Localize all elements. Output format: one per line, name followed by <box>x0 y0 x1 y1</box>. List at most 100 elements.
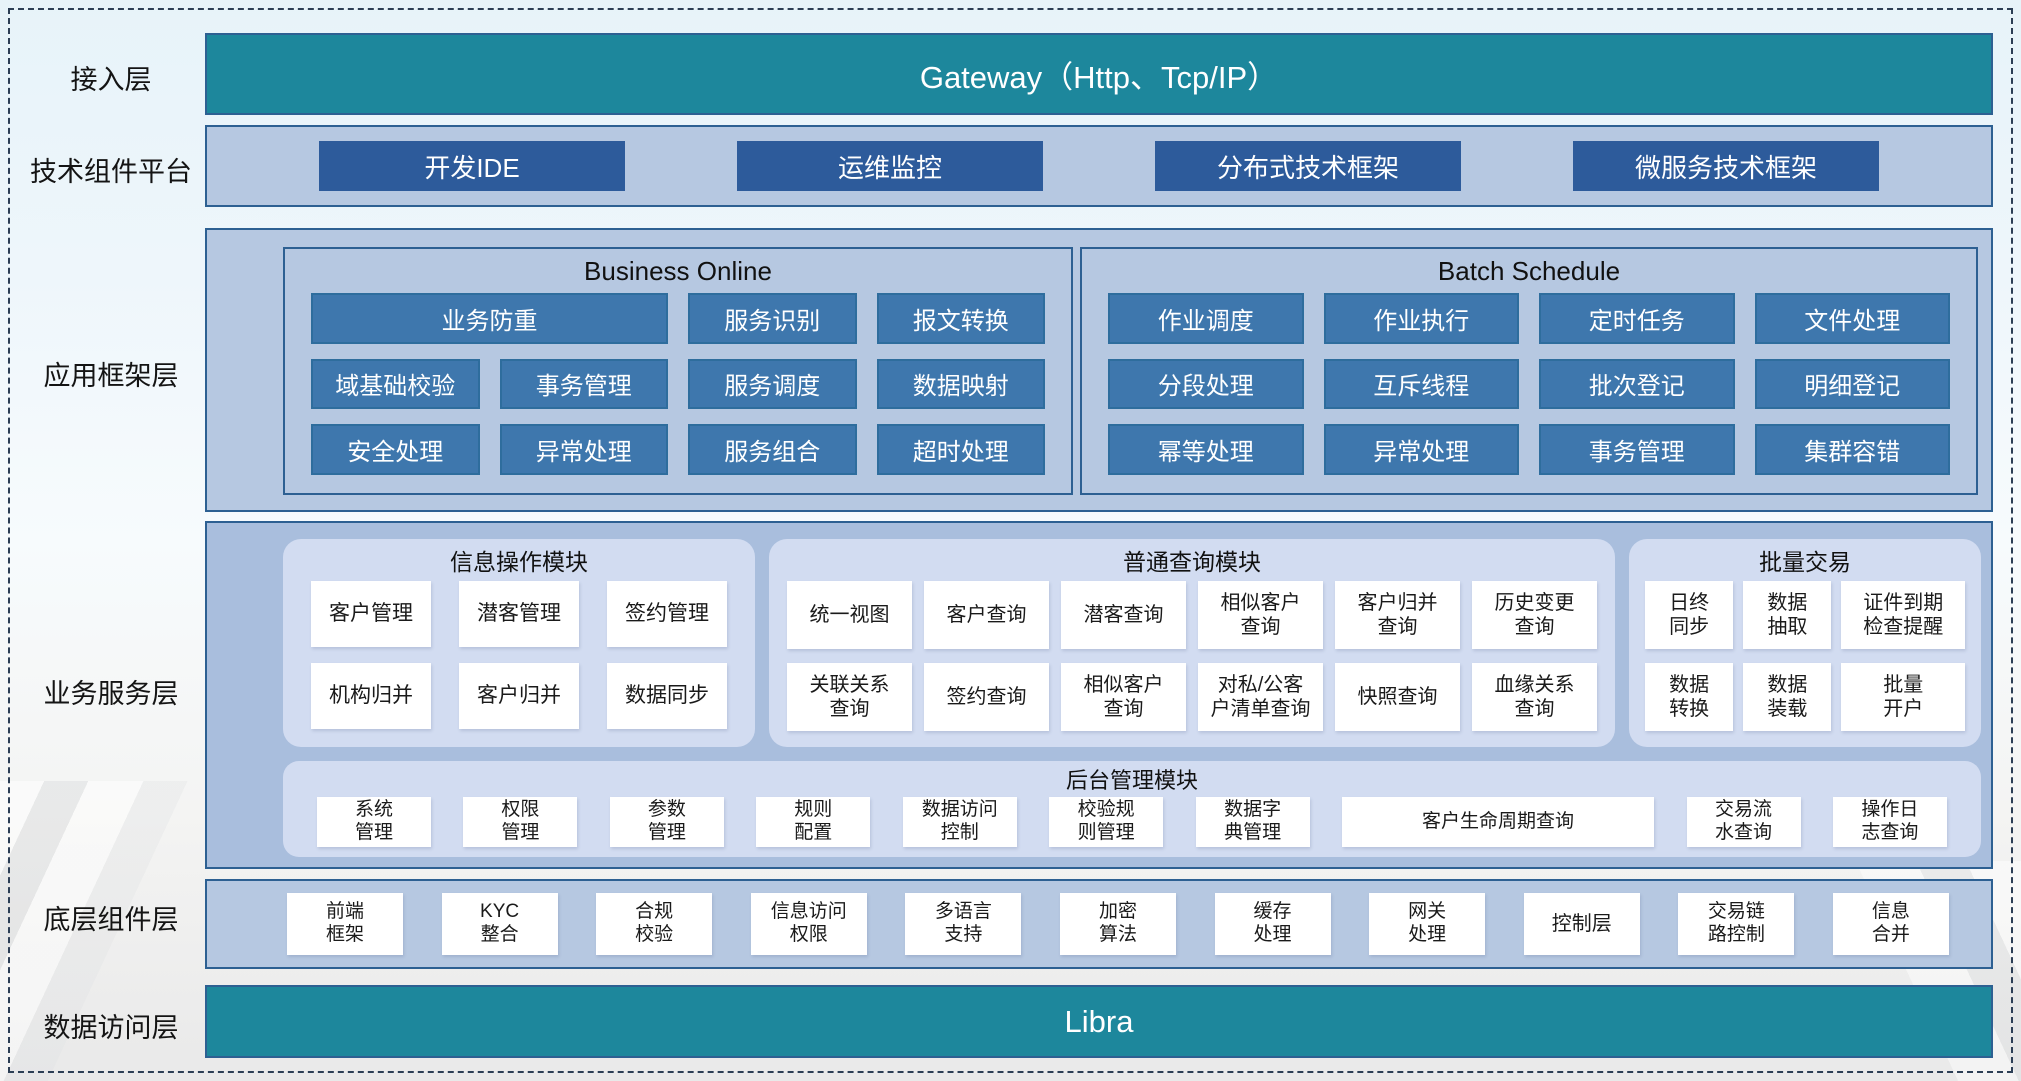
batch-trade-title: 批量交易 <box>1759 549 1851 575</box>
admin-module-item: 校验规 则管理 <box>1049 797 1164 847</box>
admin-module-item: 交易流 水查询 <box>1686 797 1801 847</box>
admin-module-item: 操作日 志查询 <box>1832 797 1947 847</box>
batch-schedule-item: 作业执行 <box>1323 293 1519 344</box>
batch-trade-grid: 日终 同步数据 抽取证件到期 检查提醒数据 转换数据 装载批量 开户 <box>1645 581 1965 731</box>
admin-module-item: 系统 管理 <box>317 797 431 847</box>
batch-schedule-item: 互斥线程 <box>1323 358 1519 410</box>
business-online-item: 服务组合 <box>688 424 857 475</box>
admin-module-title: 后台管理模块 <box>1065 768 1198 793</box>
batch-schedule-item: 集群容错 <box>1754 424 1950 475</box>
layer-label-business-service: 业务服务层 <box>43 679 179 709</box>
layer-label-base-components: 底层组件层 <box>43 905 179 935</box>
business-online-panel: Business Online 业务防重 服务识别报文转换域基础校验事务管理服务… <box>283 247 1073 495</box>
batch-trade-item: 证件到期 检查提醒 <box>1841 581 1965 649</box>
batch-trade-item: 数据 装载 <box>1743 663 1832 731</box>
business-online-item: 事务管理 <box>499 358 668 410</box>
admin-module-item: 权限 管理 <box>463 797 578 847</box>
batch-schedule-title: Batch Schedule <box>1437 255 1621 286</box>
batch-schedule-item: 作业调度 <box>1108 293 1304 344</box>
base-component-item: 网关 处理 <box>1369 893 1486 955</box>
admin-module-row: 系统 管理权限 管理参数 管理规则 配置数据访问 控制校验规 则管理数据字 典管… <box>317 797 1947 847</box>
general-query-item: 对私/公客 户清单查询 <box>1198 663 1323 731</box>
general-query-item: 统一视图 <box>787 581 912 649</box>
tech-component-button: 运维监控 <box>737 141 1043 191</box>
general-query-item: 关联关系 查询 <box>787 663 912 731</box>
base-component-item: 信息 合并 <box>1832 893 1949 955</box>
business-online-title: Business Online <box>584 255 772 286</box>
admin-module-item: 参数 管理 <box>609 797 724 847</box>
base-components-row: 前端 框架 KYC 整合合规 校验信息访问 权限多语言 支持加密 算法缓存 处理网… <box>205 879 1993 969</box>
business-service-container: 信息操作模块 客户管理潜客管理签约管理机构归并客户归并数据同步 普通查询模块 统… <box>205 521 1993 869</box>
base-component-item: 合规 校验 <box>596 893 713 955</box>
info-operation-item: 潜客管理 <box>459 581 579 647</box>
batch-trade-panel: 批量交易 日终 同步数据 抽取证件到期 检查提醒数据 转换数据 装载批量 开户 <box>1629 539 1981 747</box>
business-online-grid: 业务防重 服务识别报文转换域基础校验事务管理服务调度数据映射安全处理异常处理服务… <box>311 293 1045 475</box>
general-query-module-panel: 普通查询模块 统一视图客户查询潜客查询相似客户 查询客户归并 查询历史变更 查询… <box>769 539 1615 747</box>
general-query-item: 相似客户 查询 <box>1061 663 1186 731</box>
info-operation-item: 签约管理 <box>607 581 727 647</box>
business-online-item: 服务调度 <box>688 358 857 410</box>
libra-bar: Libra <box>205 985 1993 1058</box>
batch-trade-item: 数据 抽取 <box>1743 581 1832 649</box>
base-component-item: 前端 框架 <box>287 893 403 955</box>
batch-trade-item: 日终 同步 <box>1645 581 1734 649</box>
batch-schedule-item: 分段处理 <box>1108 358 1304 410</box>
batch-trade-item: 数据 转换 <box>1645 663 1734 731</box>
general-query-module-title: 普通查询模块 <box>1123 549 1261 575</box>
general-query-item: 血缘关系 查询 <box>1472 663 1597 731</box>
admin-module-item: 数据字 典管理 <box>1195 797 1310 847</box>
tech-component-button: 微服务技术框架 <box>1573 141 1879 191</box>
gateway-bar: Gateway（Http、Tcp/IP） <box>205 33 1993 115</box>
base-component-item: 缓存 处理 <box>1214 893 1331 955</box>
batch-schedule-item: 事务管理 <box>1539 424 1735 475</box>
tech-component-button: 分布式技术框架 <box>1155 141 1461 191</box>
business-online-item: 安全处理 <box>311 424 480 475</box>
info-operation-item: 机构归并 <box>311 663 431 729</box>
business-online-item: 服务识别 <box>688 293 857 344</box>
business-online-item: 域基础校验 <box>311 358 480 410</box>
general-query-item: 潜客查询 <box>1061 581 1186 649</box>
business-online-item: 异常处理 <box>499 424 668 475</box>
tech-platform-row: 开发IDE 运维监控 分布式技术框架 微服务技术框架 <box>205 125 1993 207</box>
batch-schedule-item: 批次登记 <box>1539 358 1735 410</box>
base-component-item: 交易链 路控制 <box>1678 893 1795 955</box>
batch-schedule-grid: 作业调度作业执行定时任务文件处理分段处理互斥线程批次登记明细登记幂等处理异常处理… <box>1108 293 1950 475</box>
general-query-item: 签约查询 <box>924 663 1049 731</box>
base-component-item: 信息访问 权限 <box>750 893 867 955</box>
layer-label-tech-platform: 技术组件平台 <box>30 157 192 187</box>
batch-schedule-item: 明细登记 <box>1754 358 1950 410</box>
page-dashed-border <box>8 8 2013 1073</box>
info-operation-grid: 客户管理潜客管理签约管理机构归并客户归并数据同步 <box>311 581 727 729</box>
info-operation-item: 客户归并 <box>459 663 579 729</box>
admin-module-item-wide: 客户生命周期查询 <box>1342 797 1655 847</box>
business-online-item: 数据映射 <box>876 358 1045 410</box>
base-component-item: 加密 算法 <box>1059 893 1176 955</box>
business-online-item: 报文转换 <box>876 293 1045 344</box>
info-operation-item: 数据同步 <box>607 663 727 729</box>
batch-schedule-item: 文件处理 <box>1754 293 1950 344</box>
batch-schedule-item: 异常处理 <box>1323 424 1519 475</box>
layer-label-app-framework: 应用框架层 <box>43 361 179 391</box>
tech-component-button: 开发IDE <box>319 141 625 191</box>
admin-module-item: 规则 配置 <box>756 797 871 847</box>
batch-schedule-panel: Batch Schedule 作业调度作业执行定时任务文件处理分段处理互斥线程批… <box>1080 247 1978 495</box>
business-online-item-wide: 业务防重 <box>311 293 668 344</box>
batch-schedule-item: 幂等处理 <box>1108 424 1304 475</box>
base-component-item: 控制层 <box>1523 893 1640 955</box>
general-query-item: 相似客户 查询 <box>1198 581 1323 649</box>
business-online-item: 超时处理 <box>876 424 1045 475</box>
base-component-item: 多语言 支持 <box>905 893 1022 955</box>
batch-schedule-item: 定时任务 <box>1539 293 1735 344</box>
info-operation-module-panel: 信息操作模块 客户管理潜客管理签约管理机构归并客户归并数据同步 <box>283 539 755 747</box>
general-query-grid: 统一视图客户查询潜客查询相似客户 查询客户归并 查询历史变更 查询关联关系 查询… <box>787 581 1597 731</box>
general-query-item: 客户归并 查询 <box>1335 581 1460 649</box>
layer-label-data-access: 数据访问层 <box>43 1013 179 1043</box>
base-component-item: KYC 整合 <box>441 893 558 955</box>
info-operation-item: 客户管理 <box>311 581 431 647</box>
info-operation-module-title: 信息操作模块 <box>450 549 588 575</box>
admin-module-item: 数据访问 控制 <box>902 797 1017 847</box>
app-framework-container: Business Online 业务防重 服务识别报文转换域基础校验事务管理服务… <box>205 228 1993 512</box>
admin-module-panel: 后台管理模块 系统 管理权限 管理参数 管理规则 配置数据访问 控制校验规 则管… <box>283 761 1981 857</box>
general-query-item: 历史变更 查询 <box>1472 581 1597 649</box>
batch-trade-item: 批量 开户 <box>1841 663 1965 731</box>
